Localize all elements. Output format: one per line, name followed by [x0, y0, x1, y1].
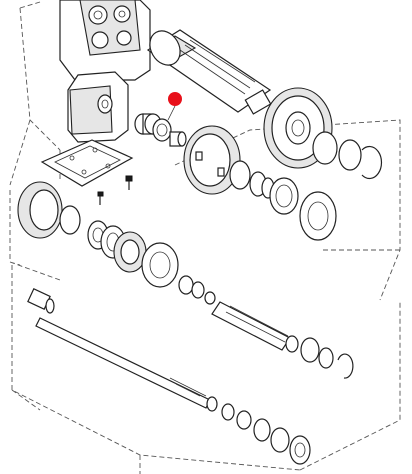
- housing-outline-right: [174, 119, 401, 301]
- bushing-sleeve: [27, 288, 55, 314]
- highlight-marker[interactable]: [167, 92, 182, 121]
- bolt-small: [97, 175, 133, 205]
- washer-set-upper: [249, 171, 337, 241]
- spacer-sleeve: [169, 131, 187, 147]
- output-shaft: [211, 301, 354, 379]
- washer-set-lower: [178, 275, 216, 305]
- clutch-drum: [183, 125, 251, 195]
- needle-bearing: [134, 113, 172, 142]
- input-shaft: [146, 29, 272, 115]
- housing-outline-upper: [9, 1, 61, 281]
- transmission-housing: [59, 0, 151, 81]
- gasket-plate: [40, 139, 134, 187]
- cover-housing: [67, 71, 129, 143]
- housing-outline-lower: [11, 265, 401, 474]
- end-seal-rings: [289, 435, 311, 465]
- snap-ring-upper: [312, 131, 383, 180]
- friction-plates: [87, 220, 179, 288]
- clutch-bell: [17, 181, 81, 239]
